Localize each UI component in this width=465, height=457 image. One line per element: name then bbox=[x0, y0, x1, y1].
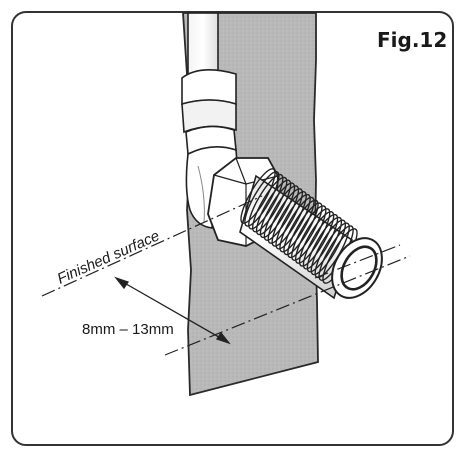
dimension-baseline bbox=[164, 255, 411, 356]
thread-ring bbox=[252, 176, 288, 233]
thread-ring bbox=[255, 179, 292, 236]
threaded-nipple bbox=[239, 168, 358, 300]
thread-ring bbox=[267, 188, 303, 244]
thread-ring bbox=[259, 182, 296, 239]
thread-ring bbox=[291, 205, 327, 261]
thread-ring bbox=[279, 196, 315, 253]
thread-ring bbox=[295, 208, 331, 264]
thread-ring bbox=[240, 168, 276, 224]
vertical-pipe bbox=[187, 12, 219, 76]
pipe-coupling bbox=[181, 69, 237, 156]
thread-ring bbox=[310, 219, 346, 276]
thread-ring bbox=[244, 171, 280, 227]
reference-lines bbox=[41, 195, 411, 356]
dimension-arrow bbox=[114, 276, 231, 345]
thread-ring bbox=[287, 202, 323, 259]
finished-surface-line bbox=[41, 195, 263, 297]
thread-ring bbox=[302, 213, 339, 270]
thread-ring bbox=[283, 199, 319, 256]
dimension-label: 8mm – 13mm bbox=[82, 321, 174, 338]
figure-title: Fig.12 bbox=[377, 28, 447, 52]
thread-ring bbox=[248, 173, 284, 230]
thread-ring bbox=[263, 185, 300, 241]
pipe-centreline bbox=[314, 244, 401, 279]
thread-ring bbox=[275, 193, 311, 250]
thread-ring bbox=[306, 216, 343, 273]
thread-ring bbox=[298, 211, 335, 267]
thread-ring bbox=[271, 191, 307, 247]
